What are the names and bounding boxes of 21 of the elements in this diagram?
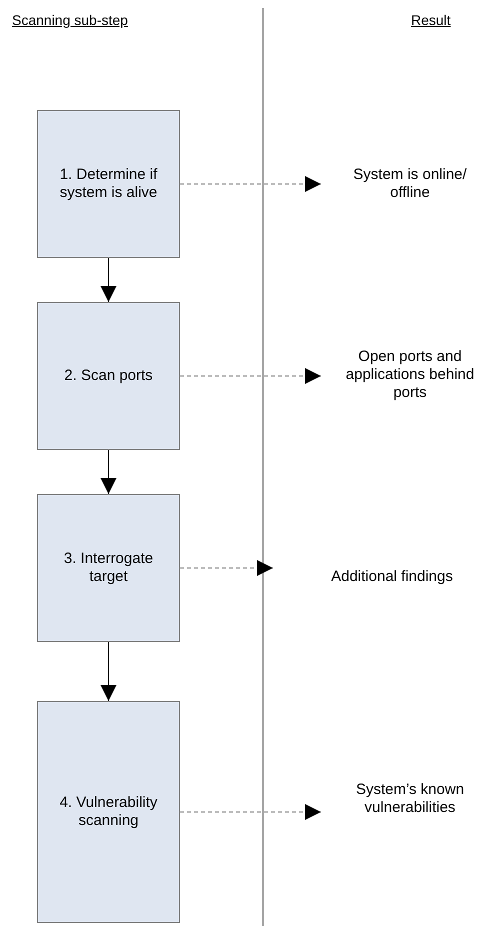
- step-text: 3. Interrogate target: [62, 550, 154, 586]
- result-text: Additional findings: [331, 568, 453, 586]
- step-text: 4. Vulnerability scanning: [58, 794, 158, 830]
- result-text: System is online/ offline: [352, 166, 468, 202]
- result-text: System’s known vulnerabilities: [354, 781, 466, 817]
- arrow: [100, 258, 116, 302]
- result-text: Open ports and applications behind ports: [344, 348, 476, 402]
- column-heading: Scanning sub-step: [12, 12, 128, 28]
- process-box: [37, 302, 180, 450]
- process-box: [37, 494, 180, 642]
- dashed-arrow: [180, 176, 322, 192]
- process-box: [37, 701, 180, 923]
- arrow: [100, 642, 116, 702]
- dashed-arrow: [180, 368, 322, 384]
- dashed-arrow: [180, 560, 274, 576]
- dashed-arrow: [180, 804, 322, 820]
- process-box: [37, 110, 180, 258]
- column-heading: Result: [411, 12, 451, 28]
- arrow: [100, 450, 116, 494]
- step-text: 2. Scan ports: [64, 367, 153, 385]
- step-text: 1. Determine if system is alive: [58, 166, 158, 202]
